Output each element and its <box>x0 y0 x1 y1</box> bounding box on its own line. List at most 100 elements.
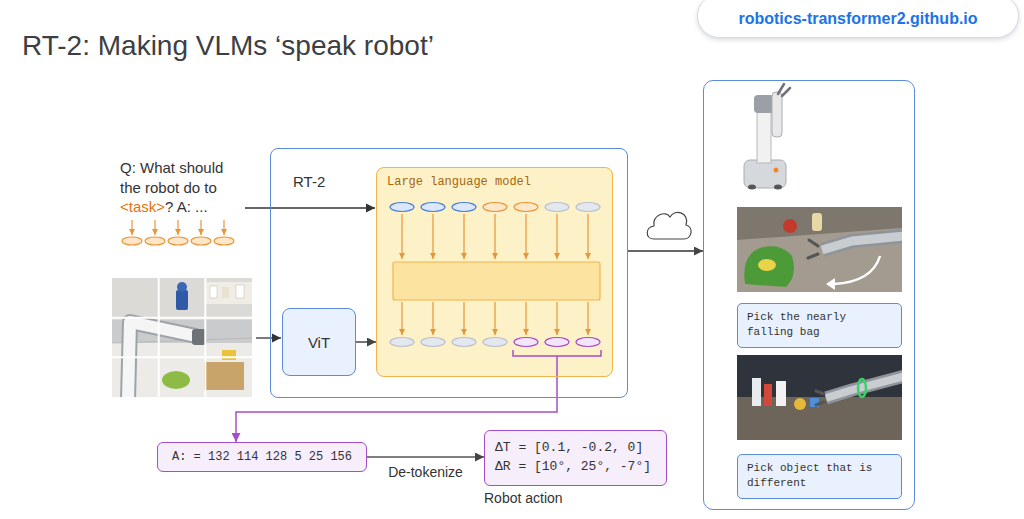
token-arrows <box>432 214 433 259</box>
camera-image <box>176 290 188 310</box>
robot-figure <box>774 168 779 173</box>
box-label: A: = 132 114 128 5 25 156 <box>172 450 352 464</box>
prompt-tokens <box>200 220 201 235</box>
llm-internals <box>483 203 507 212</box>
box-label: Pick the nearly falling bag <box>747 310 892 341</box>
llm-internals <box>483 338 507 347</box>
robot-photo <box>737 207 902 292</box>
token-arrows <box>494 302 495 335</box>
camera-image <box>204 278 206 397</box>
llm-internals <box>390 338 414 347</box>
box-caption: Robot action <box>484 490 667 506</box>
token-arrows <box>556 302 557 335</box>
robot-figure <box>748 185 756 190</box>
robot-photo <box>737 207 902 292</box>
token-arrows <box>587 302 588 335</box>
image-arrow <box>256 337 281 338</box>
box-label: robotics-transformer2.github.io <box>738 10 977 28</box>
llm-internals <box>390 203 414 212</box>
robot-photo <box>794 398 806 410</box>
transformer-layers <box>393 262 600 300</box>
robot-photo <box>744 246 794 287</box>
robot-figure <box>757 108 771 163</box>
box-label: ViT <box>308 334 330 351</box>
token-arrows <box>587 214 588 259</box>
robot-photo <box>822 236 902 250</box>
robot-photo <box>737 355 902 440</box>
llm-internals <box>452 338 476 347</box>
llm-internals <box>545 203 569 212</box>
llm-internals <box>545 338 569 347</box>
flow-arrow <box>367 456 484 458</box>
camera-image <box>210 286 217 298</box>
slide-title: RT-2: Making VLMs ‘speak robot’ <box>22 29 434 63</box>
task-placeholder: <task> <box>120 198 165 215</box>
token-box: A: = 132 114 128 5 25 156 <box>157 442 367 472</box>
prompt-tokens <box>223 220 224 235</box>
box-label: ΔT = [0.1, -0.2, 0] <box>495 439 656 458</box>
edge-label: De-tokenize <box>386 464 465 480</box>
robot-photo <box>808 240 818 258</box>
flow-arrow <box>356 341 376 343</box>
camera-image <box>236 285 244 298</box>
flow-arrow <box>628 250 703 252</box>
prompt-tokens <box>132 220 224 235</box>
token-arrows <box>432 302 433 335</box>
robot-photo <box>812 213 822 231</box>
token-arrows <box>402 214 588 259</box>
camera-image <box>192 329 206 345</box>
camera-image <box>158 278 160 397</box>
output-bracket <box>556 356 558 377</box>
robot-figure <box>744 160 786 188</box>
robot-figure <box>744 84 790 190</box>
camera-image <box>222 287 229 298</box>
robot-photo <box>826 376 902 398</box>
box-label: Large language model <box>387 175 612 189</box>
llm-internals <box>514 203 538 212</box>
camera-image <box>112 278 252 397</box>
token-arrows <box>401 302 402 335</box>
robot-photo <box>783 219 797 233</box>
llm-internals <box>421 338 445 347</box>
robot-figure <box>774 185 782 190</box>
token-arrows <box>556 214 557 259</box>
llm-internals <box>452 203 476 212</box>
instruction-box: Pick the nearly falling bag <box>737 303 902 348</box>
prompt-tokens <box>177 220 178 235</box>
model-frame: RT-2Large language modelViT <box>270 148 628 398</box>
llm-internals <box>421 203 445 212</box>
url-pill: robotics-transformer2.github.io <box>697 0 1019 38</box>
token-arrows <box>402 302 588 335</box>
robot-photo <box>764 384 772 406</box>
camera-image <box>128 322 196 397</box>
prompt-tokens <box>145 237 165 245</box>
token-arrows <box>525 302 526 335</box>
llm-internals <box>390 203 601 378</box>
camera-image <box>222 350 236 360</box>
robot-photo <box>826 376 902 398</box>
camera-image <box>205 282 252 304</box>
prompt-tokens <box>122 237 142 245</box>
box-text: ΔR = [10°, 25°, -7°] <box>495 458 656 477</box>
prompt-tokens <box>131 220 132 235</box>
token-arrows <box>525 214 526 259</box>
token-arrows <box>494 214 495 259</box>
result-panel: Pick the nearly falling bagPick object t… <box>703 80 915 510</box>
camera-image <box>112 356 252 358</box>
box-label: Pick object that is different <box>747 461 892 492</box>
camera-image <box>162 371 190 389</box>
output-bracket <box>513 350 601 356</box>
instruction-box: Pick object that is different <box>737 454 902 499</box>
prompt-tokens <box>214 237 234 245</box>
vit-block: ViT <box>282 308 356 376</box>
prompt-tokens <box>154 220 155 235</box>
prompt-tokens <box>168 237 188 245</box>
action-box-frame: ΔT = [0.1, -0.2, 0]ΔR = [10°, 25°, -7°] <box>484 430 667 486</box>
llm-block: Large language model <box>376 167 613 377</box>
camera-image <box>204 362 244 390</box>
robot-photo <box>816 391 824 405</box>
llm-internals <box>576 338 600 347</box>
camera-image <box>112 278 252 397</box>
prompt-tokens <box>191 237 211 245</box>
